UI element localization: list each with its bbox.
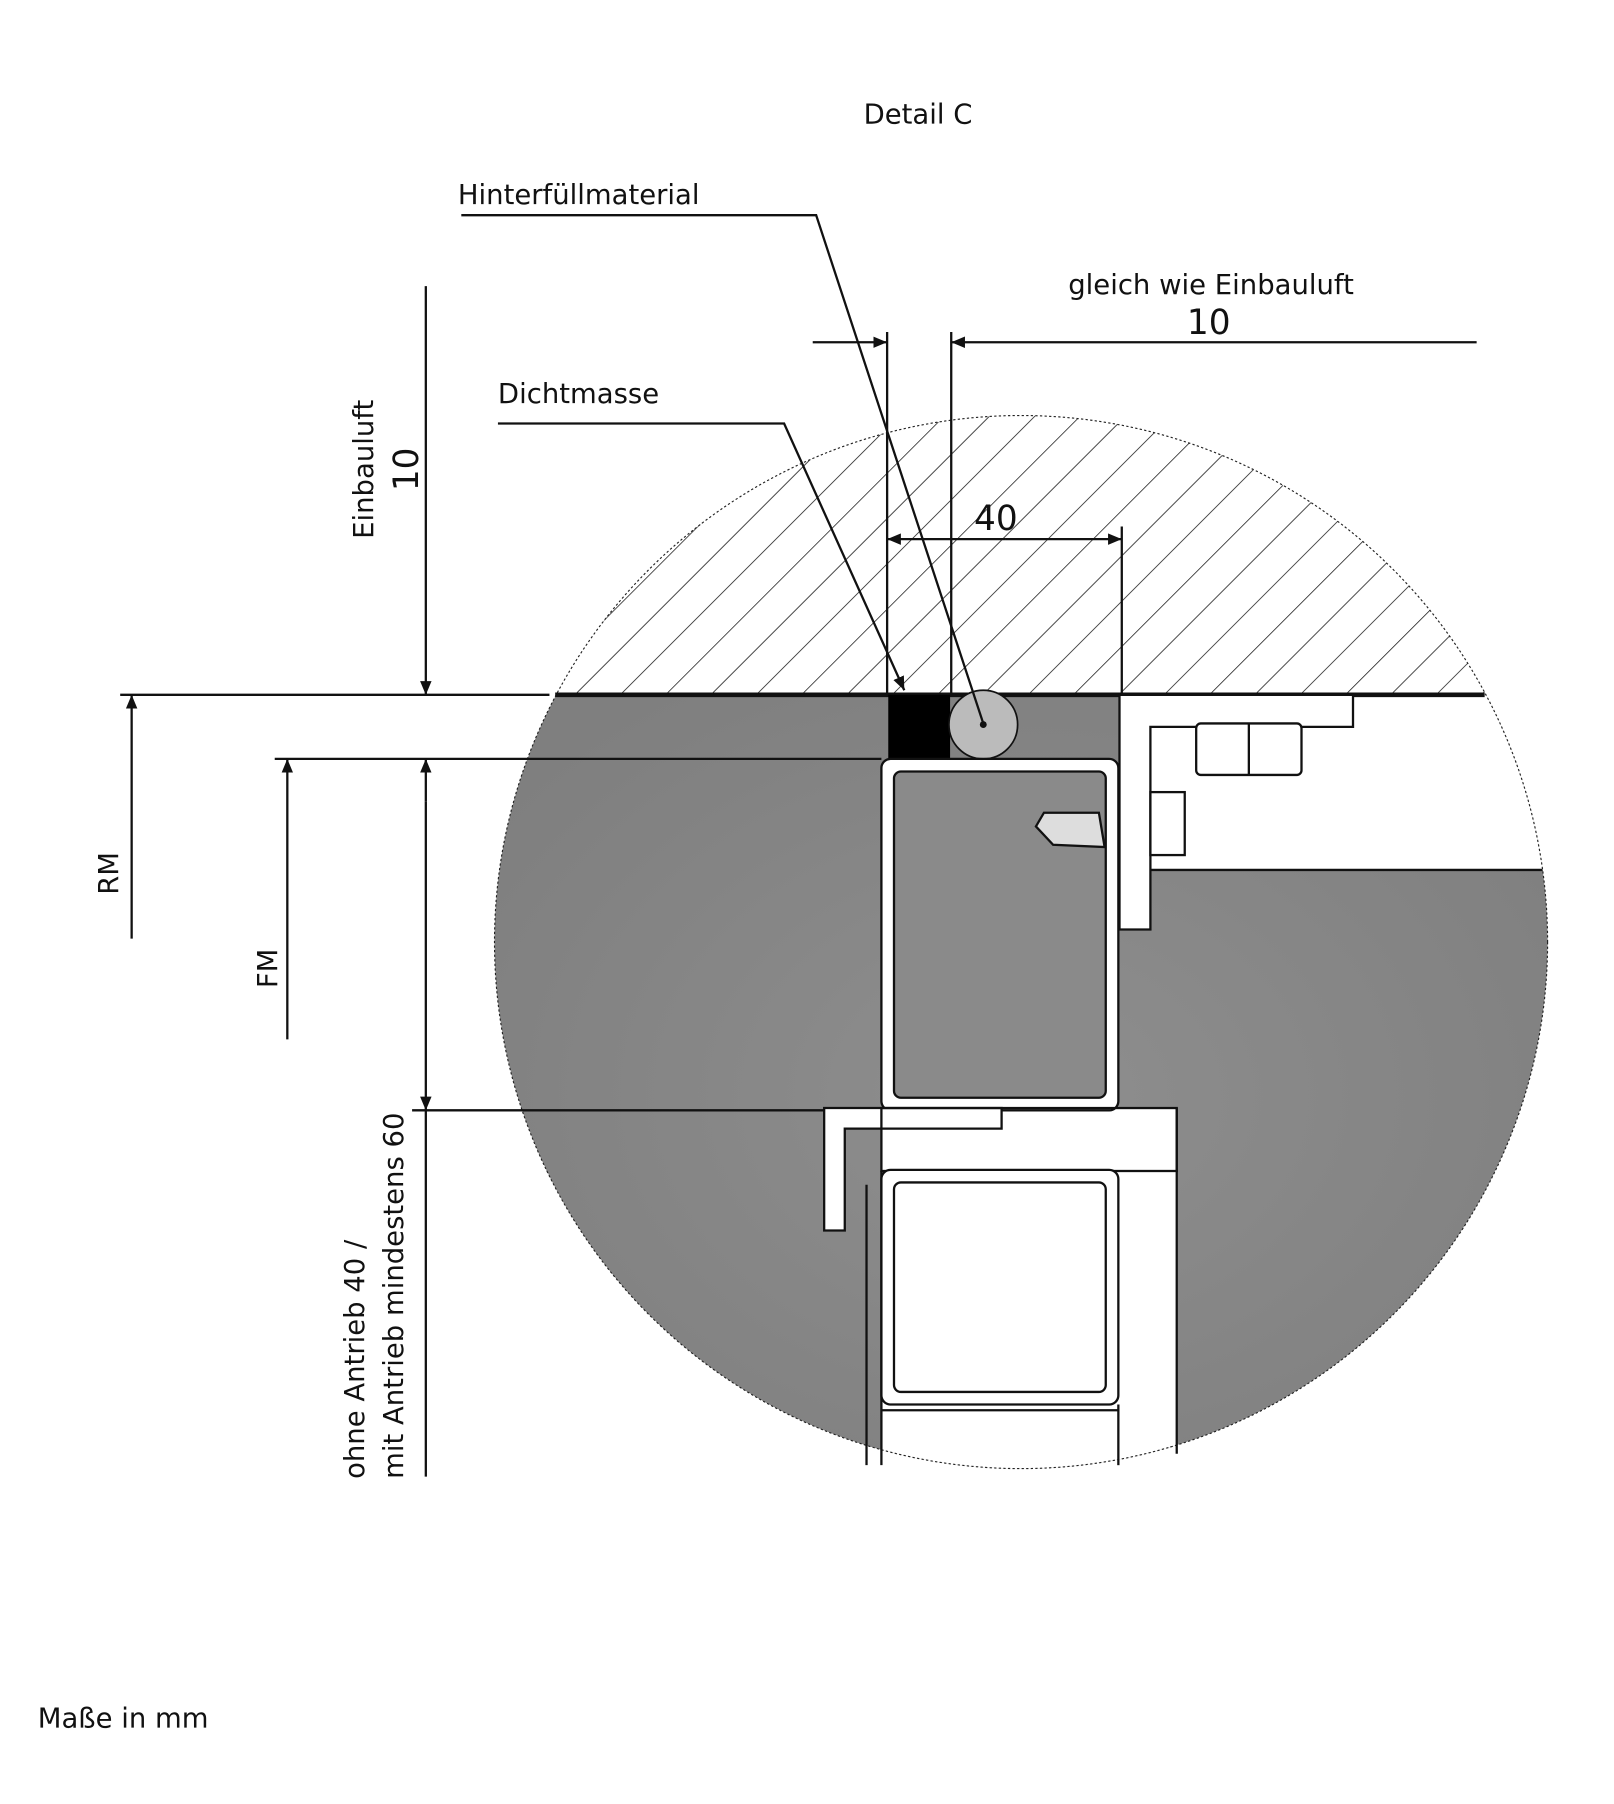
label-backfill: Hinterfüllmaterial [458, 180, 700, 211]
label-bottom-line1: ohne Antrieb 40 / [340, 1239, 371, 1479]
dimension-lines [120, 214, 1477, 1477]
sealant-block [888, 694, 951, 759]
label-same-as: gleich wie Einbauluft [1068, 270, 1354, 301]
label-sealant: Dichtmasse [498, 379, 659, 410]
dim-40-value: 40 [974, 499, 1018, 539]
label-fm: FM [253, 949, 284, 989]
einbauluft-value: 10 [387, 447, 427, 491]
bolt-head-icon [1149, 790, 1186, 857]
anchor-icon [1034, 811, 1106, 849]
label-rm: RM [94, 852, 125, 895]
label-einbauluft: Einbauluft [349, 400, 380, 539]
units-note: Maße in mm [38, 1703, 209, 1734]
ceiling-hatch [494, 415, 1548, 695]
label-bottom-line2: mit Antrieb mindestens 60 [379, 1113, 410, 1479]
drawing-title: Detail C [864, 100, 973, 131]
mounting-bracket [1118, 693, 1355, 931]
dim-top-value: 10 [1187, 303, 1231, 343]
